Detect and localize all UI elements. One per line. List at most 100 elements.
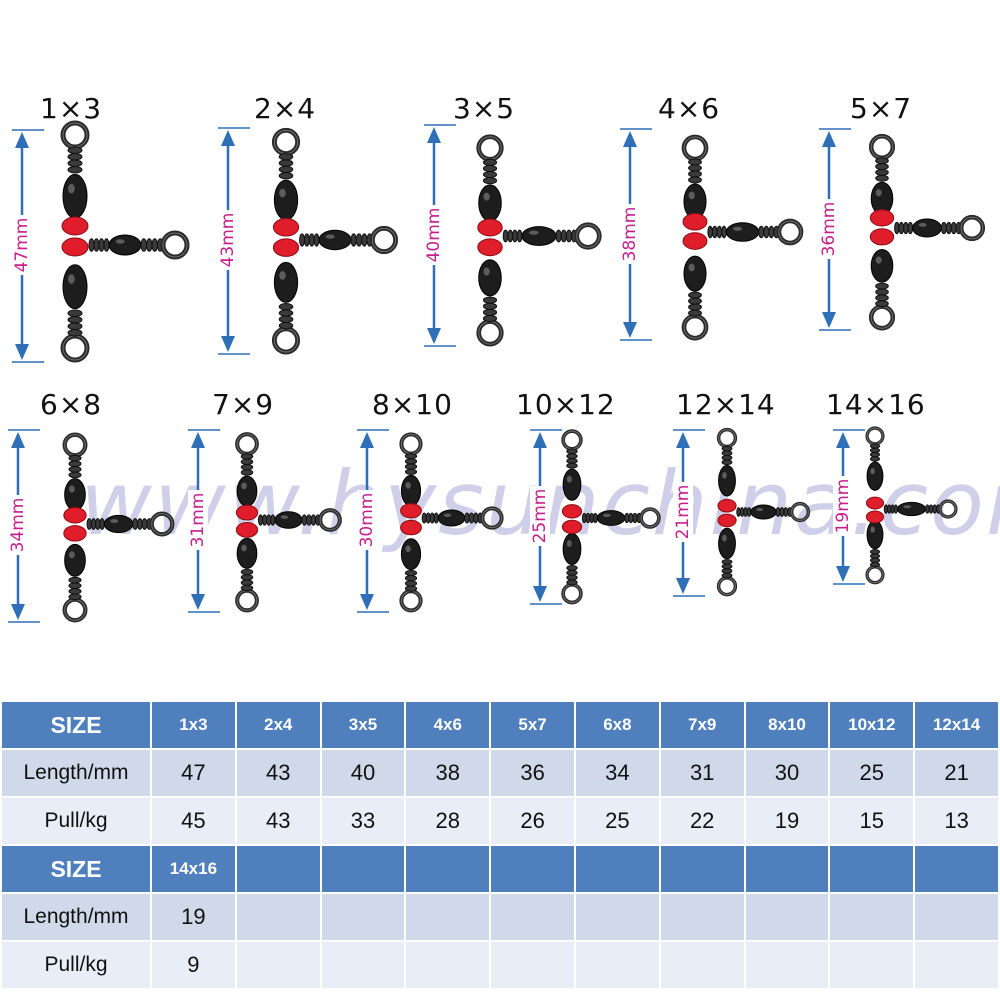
arrow-head-down: [533, 586, 547, 602]
red-bead: [561, 504, 583, 519]
empty-cell: [575, 894, 659, 940]
length-cell: 31: [660, 750, 744, 796]
size-label: 12×14: [676, 388, 776, 421]
coil-wrap: [869, 456, 881, 462]
empty-cell: [575, 846, 659, 892]
size-row-label: SIZE: [2, 846, 150, 892]
red-bead: [63, 525, 87, 542]
size-cell: 7x9: [660, 702, 744, 748]
red-bead: [869, 209, 895, 227]
arrow-head-up: [15, 132, 29, 148]
size-cell: 10x12: [830, 702, 914, 748]
pull-cell: 45: [152, 798, 235, 844]
arrow-head-down: [623, 322, 637, 338]
empty-cell: [236, 894, 320, 940]
empty-cell: [660, 846, 744, 892]
empty-cell: [745, 942, 829, 988]
empty-cell: [660, 894, 744, 940]
red-bead: [717, 513, 737, 528]
coil-wrap: [869, 443, 881, 449]
pull-cell: 13: [915, 798, 998, 844]
length-cell: 43: [236, 750, 320, 796]
length-row-label: Length/mm: [2, 750, 150, 796]
arrow-head-down: [427, 328, 441, 344]
arrow-head-down: [822, 312, 836, 328]
coil-wrap: [869, 447, 881, 454]
upper-barrel: [866, 461, 884, 491]
red-bead: [235, 521, 259, 538]
size-cell: 8x10: [745, 702, 829, 748]
length-cell: 47: [152, 750, 235, 796]
empty-cell: [830, 942, 914, 988]
empty-cell: [575, 942, 659, 988]
red-bead: [61, 216, 89, 236]
coil-wrap: [404, 468, 418, 475]
size-label: 10×12: [516, 388, 616, 421]
lower-barrel: [866, 519, 884, 550]
empty-cell: [491, 846, 574, 892]
pull-cell: 25: [575, 798, 659, 844]
arrow-head-up: [836, 432, 850, 448]
size-label: 3×5: [453, 92, 516, 125]
size-label: 6×8: [40, 388, 103, 421]
size-label: 4×6: [658, 92, 721, 125]
size-cell: 6x8: [575, 702, 659, 748]
length-cell: 21: [915, 750, 998, 796]
red-bead: [561, 519, 583, 535]
empty-cell: [321, 942, 405, 988]
arrow-head-down: [191, 594, 205, 610]
red-bead: [682, 232, 708, 250]
coil-wrap: [404, 585, 418, 592]
coil-wrap: [721, 572, 733, 579]
arrow-head-up: [822, 131, 836, 147]
coil-wrap: [869, 549, 881, 555]
coil-wrap: [482, 314, 498, 323]
coil-wrap: [688, 309, 702, 317]
size-cell: 1x3: [152, 702, 235, 748]
empty-cell: [660, 942, 744, 988]
length-cell: 30: [745, 750, 829, 796]
red-bead: [865, 510, 885, 524]
arrow-head-up: [623, 131, 637, 147]
pull-cell: 22: [660, 798, 744, 844]
length-dimension-label: 19mm: [833, 476, 853, 536]
empty-cell: [406, 942, 490, 988]
coil-wrap: [925, 504, 930, 514]
empty-cell: [915, 942, 998, 988]
size-cell: 2x4: [236, 702, 320, 748]
size-label: 2×4: [254, 92, 317, 125]
coil-wrap: [875, 174, 889, 182]
size-label: 8×10: [372, 388, 453, 421]
empty-cell: [406, 894, 490, 940]
arrow-head-up: [221, 130, 235, 146]
pull-cell: 26: [491, 798, 574, 844]
size-cell: 14x16: [152, 846, 235, 892]
length-row-label: Length/mm: [2, 894, 150, 940]
coil-wrap: [869, 553, 881, 559]
coil-wrap: [566, 462, 578, 469]
size-row-label: SIZE: [2, 702, 150, 748]
length-cell: 34: [575, 750, 659, 796]
red-bead: [272, 218, 300, 237]
empty-cell: [406, 846, 490, 892]
coil-wrap: [240, 584, 254, 592]
empty-cell: [830, 846, 914, 892]
red-bead: [717, 498, 737, 513]
empty-cell: [915, 846, 998, 892]
size-label: 5×7: [850, 92, 913, 125]
red-bead: [63, 507, 87, 524]
pull-row-label: Pull/kg: [2, 798, 150, 844]
coil-wrap: [278, 321, 294, 330]
coil-wrap: [869, 562, 881, 568]
red-bead: [477, 218, 503, 237]
size-label: 7×9: [212, 388, 275, 421]
arrow-head-up: [533, 432, 547, 448]
